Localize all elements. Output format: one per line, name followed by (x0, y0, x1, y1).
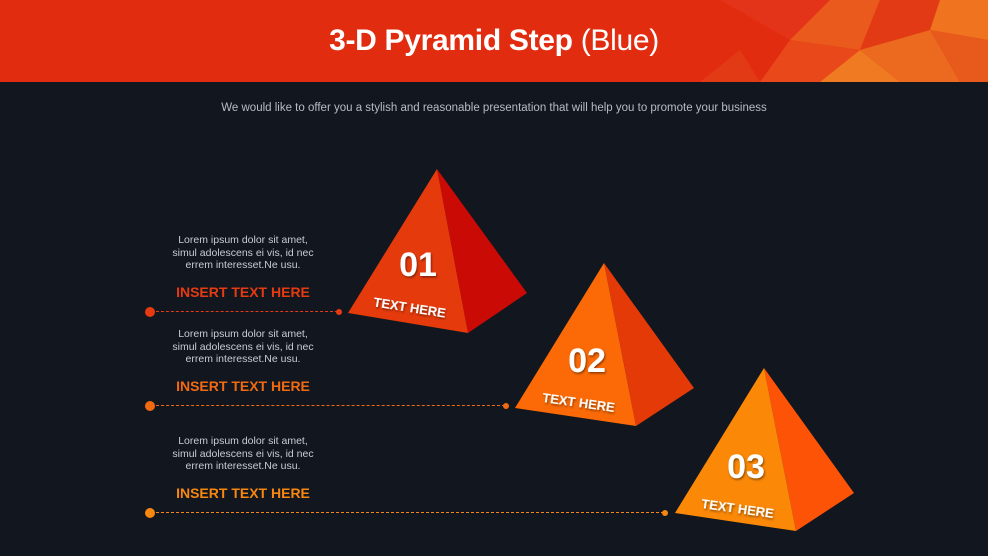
step-3-connector (145, 507, 668, 519)
desc-line: Lorem ipsum dolor sit amet, (178, 234, 308, 246)
pyramid-2-left-face (515, 263, 636, 426)
connector-start-dot (145, 401, 155, 411)
pyramid-1-left-face (348, 169, 468, 333)
header-banner: 3-D Pyramid Step (Blue) (0, 0, 988, 82)
step-1-description: Lorem ipsum dolor sit amet, simul adoles… (148, 234, 338, 272)
step-2-connector (145, 400, 509, 412)
desc-line: errem interesset.Ne usu. (185, 259, 301, 271)
connector-start-dot (145, 307, 155, 317)
pyramid-1-right-face (437, 169, 527, 333)
step-2-description: Lorem ipsum dolor sit amet, simul adoles… (148, 328, 338, 366)
connector-end-dot (336, 309, 342, 315)
step-2-heading: INSERT TEXT HERE (176, 378, 310, 394)
desc-line: errem interesset.Ne usu. (185, 353, 301, 365)
pyramid-1-number: 01 (399, 246, 437, 284)
connector-start-dot (145, 508, 155, 518)
title-light: (Blue) (580, 24, 660, 57)
polygon-pattern-decoration (700, 0, 988, 82)
pyramid-step-3: 03 TEXT HERE (675, 368, 854, 531)
step-3-heading: INSERT TEXT HERE (176, 485, 310, 501)
page-title: 3-D Pyramid Step (Blue) (0, 0, 988, 82)
title-bold: 3-D Pyramid Step (329, 24, 573, 57)
desc-line: simul adolescens ei vis, id nec (172, 447, 314, 460)
pyramid-3-number: 03 (727, 448, 765, 486)
pyramid-step-1: 01 TEXT HERE (348, 169, 527, 333)
desc-line: simul adolescens ei vis, id nec (172, 340, 314, 353)
connector-end-dot (662, 510, 668, 516)
step-1-connector (145, 306, 342, 318)
connector-end-dot (503, 403, 509, 409)
pyramid-3-left-face (675, 368, 796, 531)
pyramid-2-number: 02 (568, 342, 606, 380)
desc-line: simul adolescens ei vis, id nec (172, 246, 314, 259)
subtitle: We would like to offer you a stylish and… (221, 102, 767, 114)
desc-line: Lorem ipsum dolor sit amet, (178, 328, 308, 340)
step-1-heading: INSERT TEXT HERE (176, 284, 310, 300)
step-3-description: Lorem ipsum dolor sit amet, simul adoles… (148, 435, 338, 473)
desc-line: errem interesset.Ne usu. (185, 460, 301, 472)
pyramid-3-right-face (764, 368, 854, 531)
desc-line: Lorem ipsum dolor sit amet, (178, 435, 308, 447)
pyramid-step-2: 02 TEXT HERE (515, 263, 694, 426)
pyramid-2-right-face (604, 263, 694, 426)
